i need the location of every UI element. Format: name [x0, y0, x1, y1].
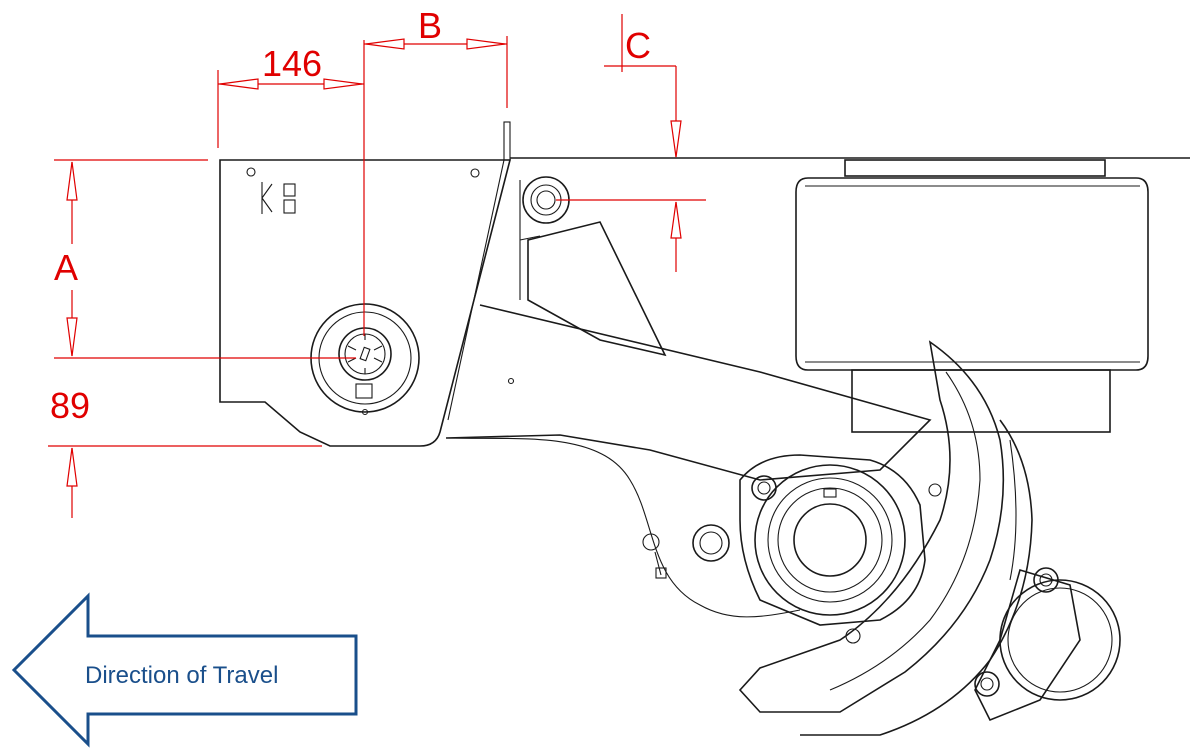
- direction-of-travel-label: Direction of Travel: [85, 662, 278, 689]
- dimension-c: C: [556, 14, 706, 272]
- trailing-arm: [445, 304, 932, 618]
- dimension-b-label: B: [418, 5, 442, 46]
- grease-fitting: [642, 533, 667, 579]
- u-bolt-nut: [692, 524, 730, 562]
- axle-hub: [739, 454, 942, 644]
- dimension-b: B: [364, 5, 508, 108]
- brake-chamber: [974, 567, 1121, 722]
- dimension-146: 146: [217, 40, 365, 336]
- brake-assembly: [738, 340, 1033, 736]
- pivot-bushing: [310, 303, 420, 416]
- air-spring: [795, 159, 1149, 433]
- hanger-bracket: [219, 121, 512, 447]
- dimension-a: A: [54, 159, 356, 359]
- upper-link: [519, 176, 667, 357]
- direction-of-travel-arrow: Direction of Travel: [11, 592, 358, 748]
- dimension-89-label: 89: [50, 385, 90, 426]
- bracket-logo: [261, 182, 296, 214]
- dimension-c-label: C: [625, 25, 651, 66]
- dimension-146-label: 146: [262, 43, 322, 84]
- dimension-a-label: A: [54, 247, 78, 288]
- dimension-89: 89: [48, 385, 322, 518]
